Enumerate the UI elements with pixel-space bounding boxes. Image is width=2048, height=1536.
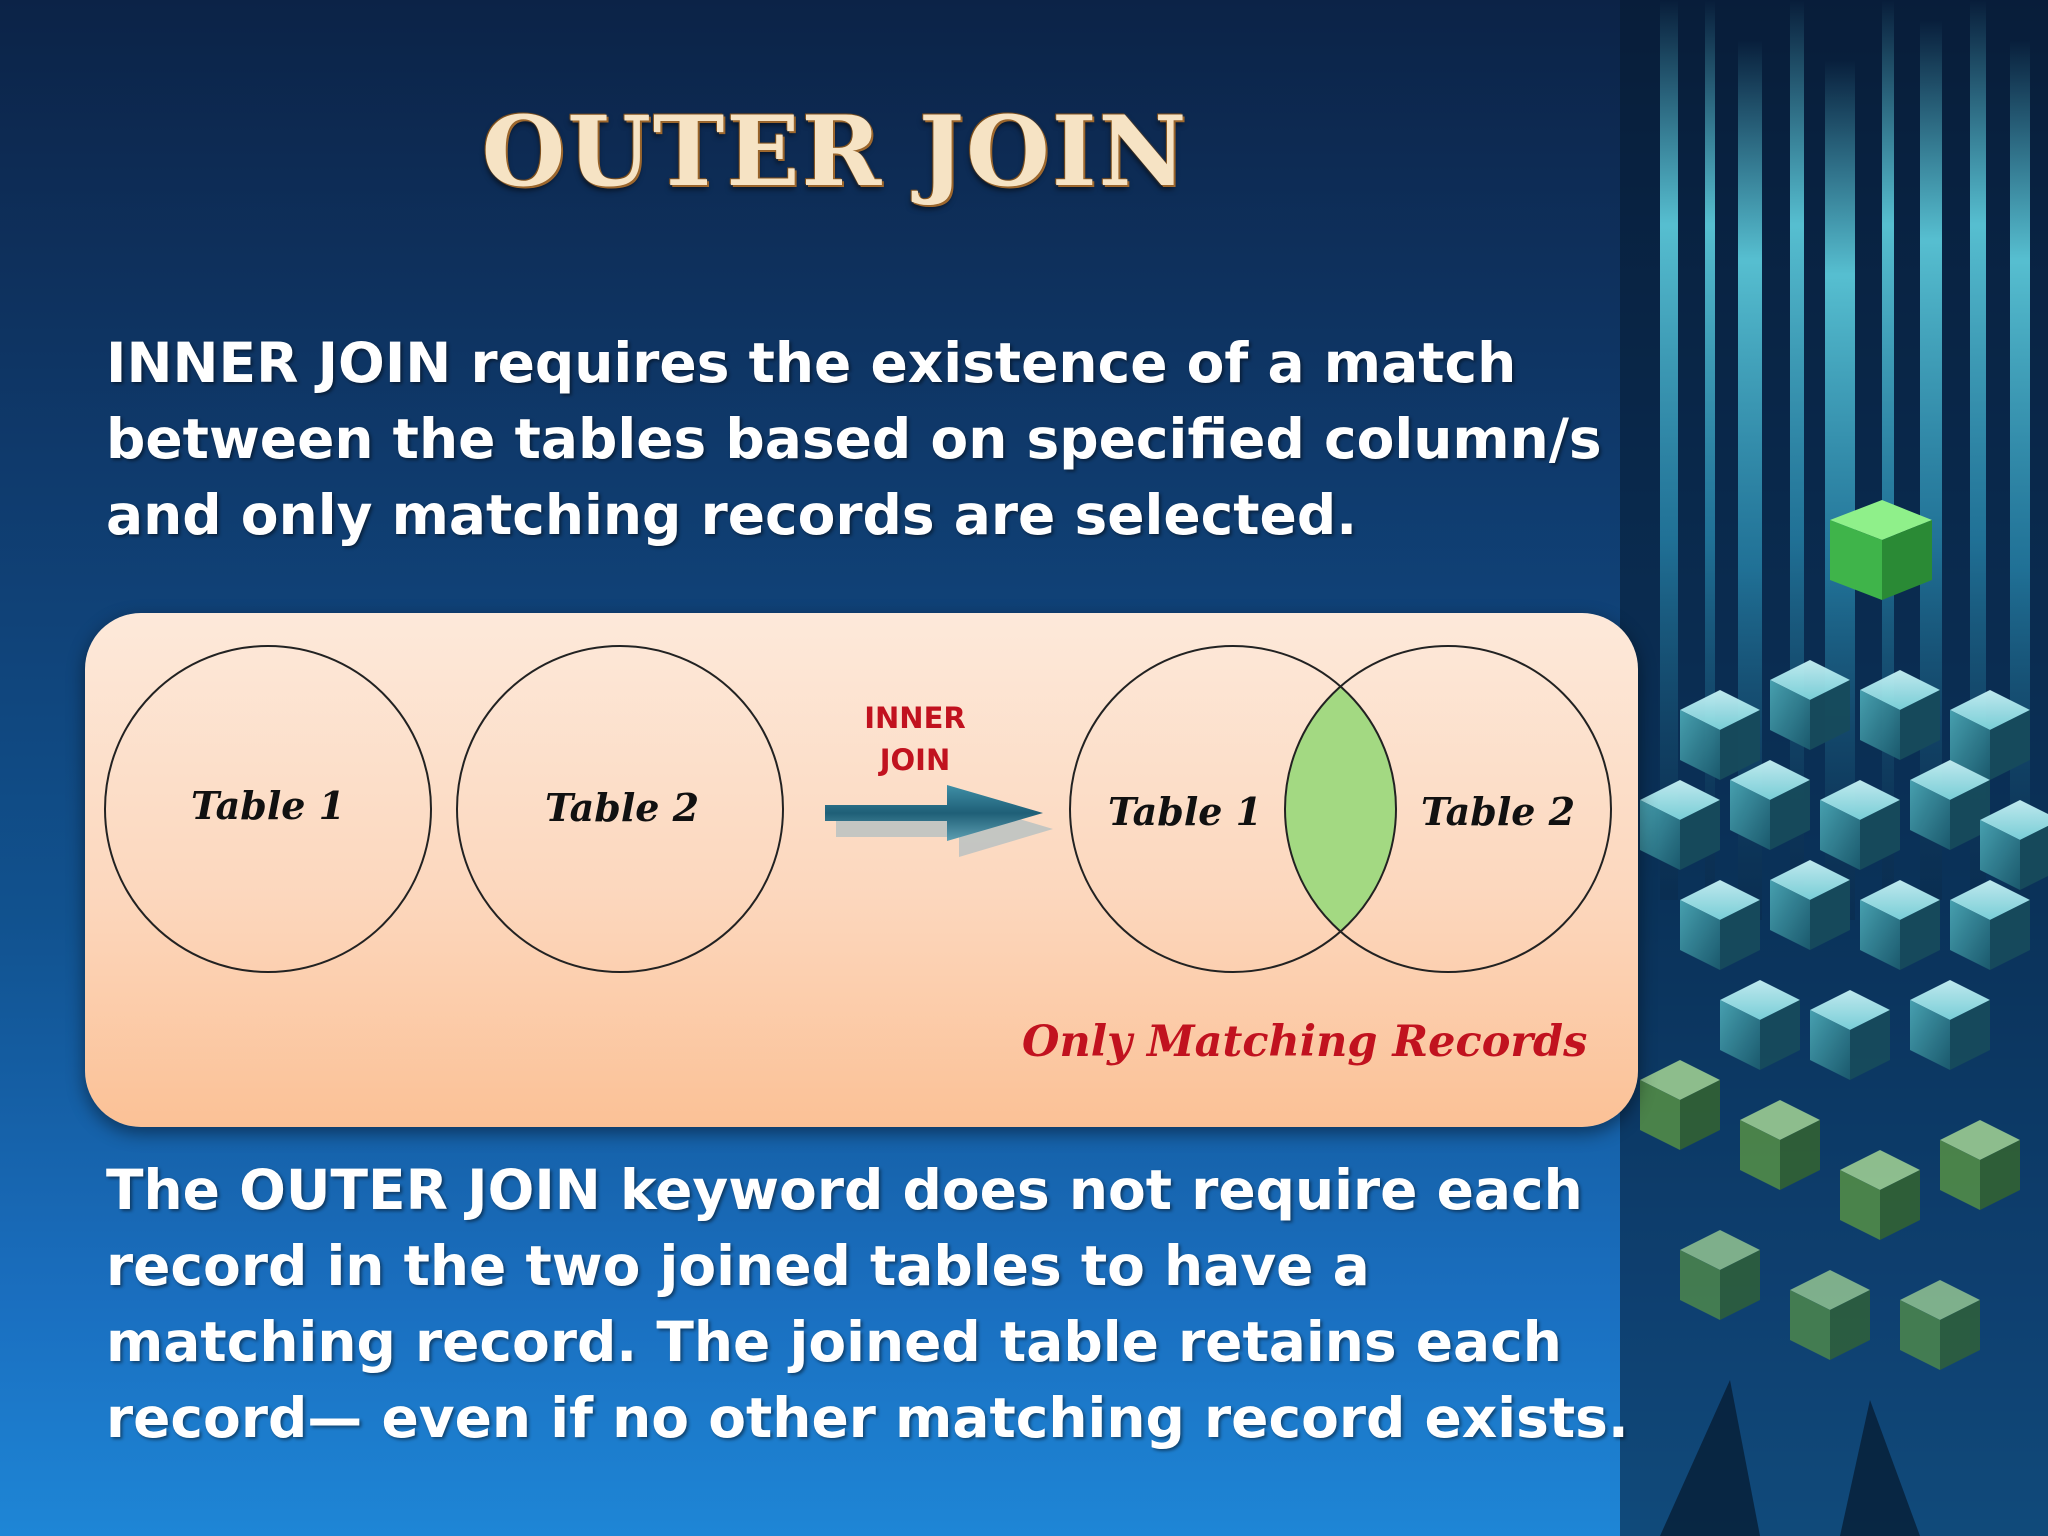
slide-title: OUTER JOIN [0, 95, 1670, 208]
green-cube [1830, 500, 1932, 600]
outer-join-lead: The [106, 1158, 239, 1222]
inner-join-arrow-label-line2: JOIN [815, 739, 1015, 781]
arrow-icon [825, 785, 1053, 857]
only-matching-records-caption: Only Matching Records [1022, 1017, 1587, 1067]
venn-table1-label: Table 1 [1108, 789, 1262, 834]
join-diagram-panel: Table 1 Table 2 INNER JOIN Table 1 Table… [85, 613, 1638, 1127]
inner-join-keyword: INNER JOIN [106, 331, 451, 395]
cube-decoration [1620, 0, 2048, 1536]
table2-label: Table 2 [545, 785, 699, 830]
inner-join-arrow-label: INNER JOIN [815, 697, 1015, 781]
table1-label: Table 1 [191, 783, 345, 828]
inner-join-description: INNER JOIN requires the existence of a m… [106, 325, 1636, 553]
outer-join-description: The OUTER JOIN keyword does not require … [106, 1152, 1636, 1456]
inner-join-arrow-label-line1: INNER [815, 697, 1015, 739]
outer-join-keyword: OUTER JOIN [239, 1158, 601, 1222]
venn-table2-label: Table 2 [1421, 789, 1575, 834]
